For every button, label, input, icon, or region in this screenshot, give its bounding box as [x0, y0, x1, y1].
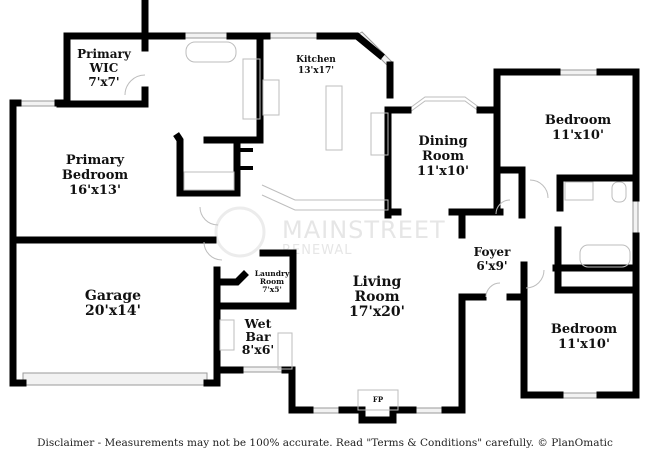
watermark-line-1: MAINSTREET: [282, 216, 446, 244]
room-bedroom-bottom: Bedroom 11'x10': [551, 322, 618, 352]
shower-icon: [183, 171, 235, 191]
svg-text:8'x6': 8'x6': [242, 342, 275, 357]
room-bedroom-top: Bedroom 11'x10': [545, 113, 612, 143]
svg-text:Wet: Wet: [244, 316, 272, 331]
watermark-logo-icon: [214, 206, 266, 258]
svg-text:20'x14': 20'x14': [85, 303, 141, 319]
bathtub-icon: [185, 41, 237, 63]
fireplace-icon: [357, 389, 399, 411]
room-laundry: Laundry Room 7'x5': [255, 269, 290, 294]
disclaimer: Disclaimer - Measurements may not be 100…: [37, 437, 613, 449]
svg-text:Primary: Primary: [77, 47, 132, 61]
svg-text:11'x10': 11'x10': [552, 128, 604, 143]
svg-text:11'x10': 11'x10': [417, 164, 469, 179]
watermark-line-2: RENEWAL: [282, 243, 352, 258]
svg-text:Living: Living: [353, 274, 402, 290]
room-foyer: Foyer 6'x9': [474, 245, 511, 273]
svg-text:17'x20': 17'x20': [349, 304, 405, 320]
svg-text:Dining: Dining: [418, 134, 467, 149]
room-kitchen: Kitchen 13'x17': [296, 55, 336, 76]
svg-text:13'x17': 13'x17': [298, 66, 334, 76]
toilet-icon: [611, 181, 627, 203]
room-primary-wic: Primary WIC 7'x7': [77, 47, 132, 89]
svg-text:7'x7': 7'x7': [88, 75, 119, 89]
bar-counter-icon: [277, 332, 293, 370]
bar-sink-icon: [219, 319, 235, 351]
vanity-icon: [242, 58, 261, 120]
svg-text:Room: Room: [354, 289, 399, 305]
svg-text:Primary: Primary: [66, 153, 125, 168]
room-dining: Dining Room 11'x10': [417, 134, 469, 179]
bathroom-sink-icon: [564, 181, 594, 201]
room-primary-bedroom: Primary Bedroom 16'x13': [62, 153, 129, 198]
svg-text:Laundry: Laundry: [255, 269, 290, 278]
fixtures: [124, 41, 631, 411]
svg-text:Foyer: Foyer: [474, 245, 511, 259]
kitchen-sink-icon: [370, 112, 389, 156]
svg-text:Bedroom: Bedroom: [551, 322, 618, 337]
svg-text:Bedroom: Bedroom: [62, 168, 129, 183]
svg-text:11'x10': 11'x10': [558, 337, 610, 352]
svg-text:Kitchen: Kitchen: [296, 55, 336, 65]
bathtub-icon: [579, 244, 631, 268]
room-wet-bar: Wet Bar 8'x6': [242, 316, 275, 357]
svg-text:WIC: WIC: [89, 61, 119, 75]
svg-text:Bedroom: Bedroom: [545, 113, 612, 128]
room-garage: Garage 20'x14': [85, 288, 141, 319]
svg-text:16'x13': 16'x13': [69, 183, 121, 198]
fireplace-label: FP: [373, 395, 384, 404]
svg-text:7'x5': 7'x5': [262, 285, 282, 294]
svg-text:Bar: Bar: [245, 329, 271, 344]
walls: [9, 0, 640, 424]
svg-text:Room: Room: [422, 149, 464, 164]
kitchen-island-icon: [325, 85, 343, 151]
room-labels: Primary WIC 7'x7' Kitchen 13'x17' Primar…: [62, 47, 618, 404]
watermark: MAINSTREET RENEWAL: [214, 206, 446, 258]
svg-text:6'x9': 6'x9': [476, 259, 507, 273]
svg-text:Garage: Garage: [85, 288, 141, 304]
svg-text:Room: Room: [260, 277, 284, 286]
cooktop-icon: [262, 79, 280, 116]
room-living: Living Room 17'x20': [349, 274, 405, 320]
